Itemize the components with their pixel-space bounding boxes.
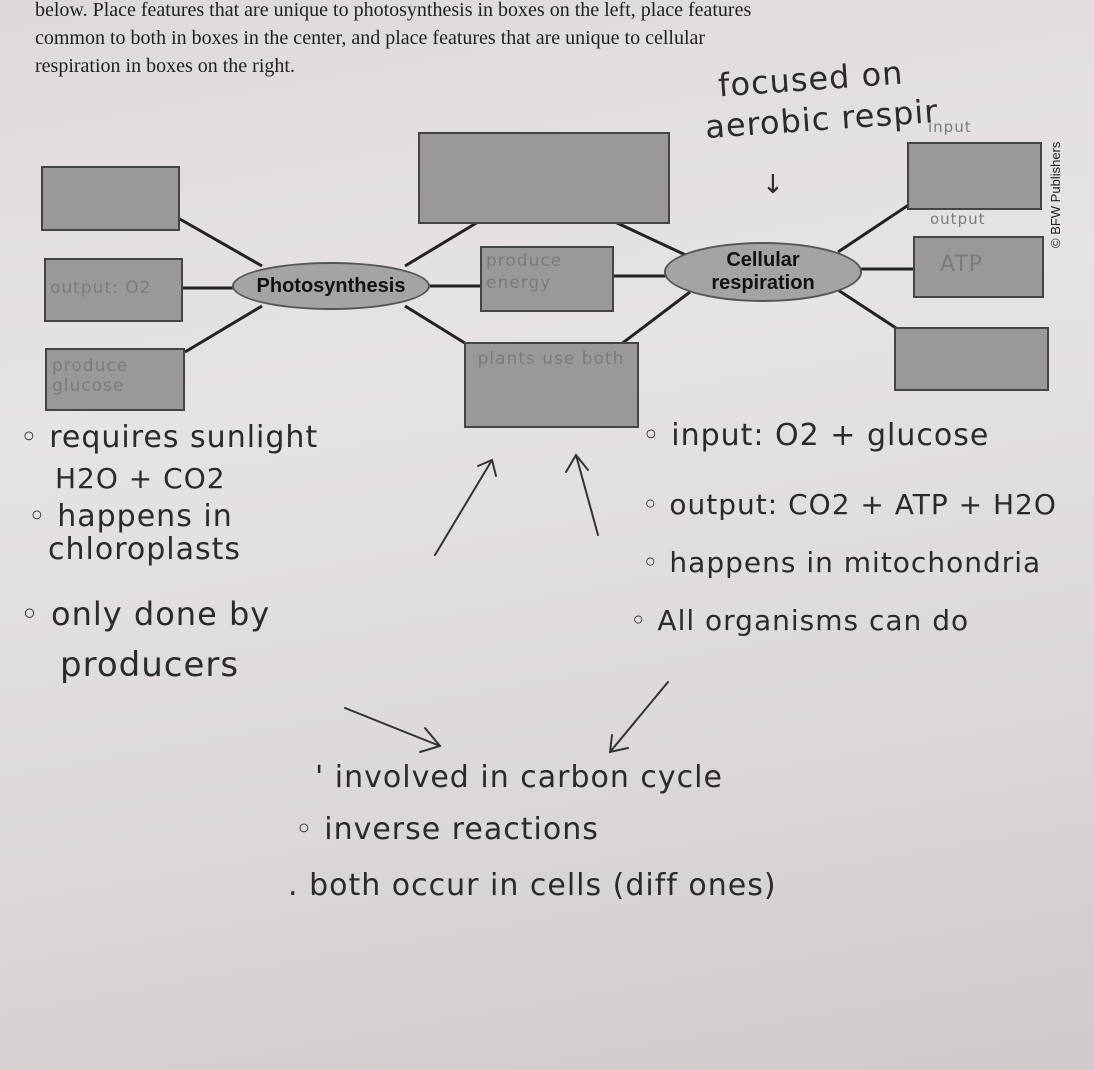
instructions-line-1: below. Place features that are unique to… — [35, 0, 752, 21]
arrow-down-left-icon — [608, 681, 669, 754]
photosynthesis-node: Photosynthesis — [232, 262, 430, 310]
connector-line — [619, 290, 691, 347]
photosynthesis-note-2: ◦ happens in — [28, 499, 233, 534]
common-box-3 — [464, 342, 639, 428]
connector-line — [404, 304, 469, 347]
respiration-note-2: ◦ output: CO2 + ATP + H2O — [642, 488, 1057, 521]
photosynthesis-note-1b: H2O + CO2 — [55, 462, 226, 495]
photosynthesis-note-2-text: happens in — [57, 499, 233, 534]
down-arrow-icon: ↓ — [762, 170, 785, 200]
connector-line — [184, 304, 263, 354]
respiration-note-1-text: input: O2 + glucose — [671, 418, 990, 453]
both-note-1-text: involved in carbon cycle — [334, 760, 723, 795]
photosynthesis-box-1 — [41, 166, 180, 231]
box-note-produce-energy: produce energy — [486, 251, 563, 293]
connector-line — [837, 288, 897, 330]
connector-line — [404, 220, 479, 268]
photosynthesis-note-2b: chloroplasts — [48, 532, 242, 567]
instructions-line-2: common to both in boxes in the center, a… — [35, 27, 706, 49]
box-note-produce-glucose: produce glucose — [52, 356, 129, 396]
photosynthesis-box-3 — [45, 348, 185, 411]
box-note-output: output — [930, 210, 986, 228]
respiration-box-2 — [913, 236, 1044, 298]
instructions-text: below. Place features that are unique to… — [35, 0, 935, 80]
photosynthesis-note-1: ◦ requires sunlight — [20, 420, 319, 455]
respiration-note-4-text: All organisms can do — [657, 604, 970, 637]
both-note-1: ' involved in carbon cycle — [315, 760, 723, 795]
respiration-note-2-text: output: CO2 + ATP + H2O — [669, 488, 1057, 521]
photosynthesis-note-1-text: requires sunlight — [49, 420, 319, 455]
arrow-up-icon — [565, 453, 599, 536]
connector-line — [837, 202, 911, 254]
both-note-3: . both occur in cells (diff ones) — [288, 868, 777, 903]
photosynthesis-label: Photosynthesis — [256, 274, 406, 297]
box-note-output-o2: output: O2 — [50, 278, 152, 298]
box-note-input: input — [928, 118, 972, 136]
both-note-2-text: inverse reactions — [324, 812, 599, 847]
respiration-note-4: ◦ All organisms can do — [630, 604, 970, 637]
respiration-box-3 — [894, 327, 1049, 391]
respiration-note-3: ◦ happens in mitochondria — [642, 546, 1042, 579]
box-note-atp: ATP — [940, 252, 984, 277]
cellular-respiration-node: Cellular respiration — [664, 242, 862, 302]
common-box-2 — [480, 246, 614, 312]
arrow-down-right-icon — [344, 707, 442, 753]
photosynthesis-note-3: ◦ only done by — [20, 595, 271, 633]
respiration-note-1: ◦ input: O2 + glucose — [642, 418, 990, 453]
connector-line — [177, 216, 263, 268]
common-box-1 — [418, 132, 670, 224]
instructions-line-3: respiration in boxes on the right. — [35, 55, 295, 77]
cellular-respiration-label: Cellular respiration — [711, 249, 815, 294]
photosynthesis-note-3-text: only done by — [51, 595, 271, 633]
respiration-box-1 — [907, 142, 1042, 210]
photosynthesis-note-3b: producers — [60, 645, 240, 685]
both-note-3-text: both occur in cells (diff ones) — [309, 868, 777, 903]
box-note-plants-use-both: plants use both — [477, 349, 625, 369]
both-note-2: ◦ inverse reactions — [295, 812, 599, 847]
arrow-up-right-icon — [434, 458, 497, 556]
respiration-note-3-text: happens in mitochondria — [669, 546, 1042, 579]
photosynthesis-box-2 — [44, 258, 183, 322]
connector-line — [614, 220, 693, 260]
